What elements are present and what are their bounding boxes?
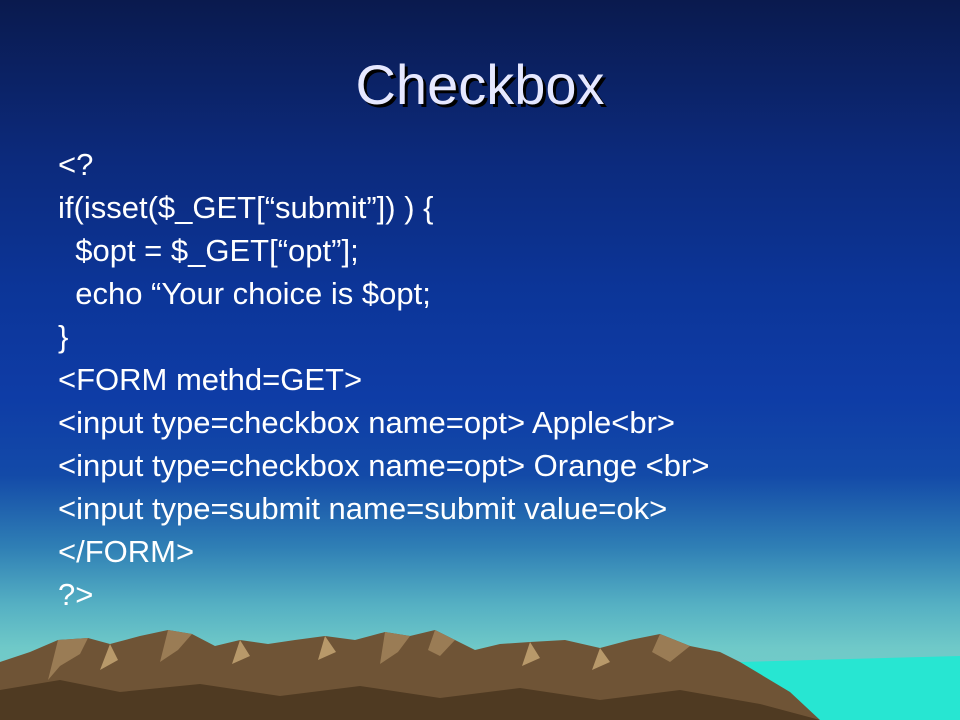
mountain-scenery (0, 630, 960, 720)
slide-title: Checkbox (355, 53, 605, 116)
code-line: <input type=submit name=submit value=ok> (58, 491, 668, 526)
mountain-shadow-shape (0, 680, 820, 720)
code-line: </FORM> (58, 534, 195, 569)
code-line: <? (58, 147, 94, 182)
code-line: } (58, 319, 69, 354)
code-line: echo “Your choice is $opt; (58, 276, 431, 311)
code-line: <input type=checkbox name=opt> Apple<br> (58, 405, 676, 440)
code-line: ?> (58, 577, 94, 612)
code-line: $opt = $_GET[“opt”]; (58, 233, 359, 268)
code-line: <FORM methd=GET> (58, 362, 363, 397)
code-line: if(isset($_GET[“submit”]) ) { (58, 190, 434, 225)
code-block: <? if(isset($_GET[“submit”]) ) { $opt = … (58, 143, 938, 616)
code-line: <input type=checkbox name=opt> Orange <b… (58, 448, 710, 483)
